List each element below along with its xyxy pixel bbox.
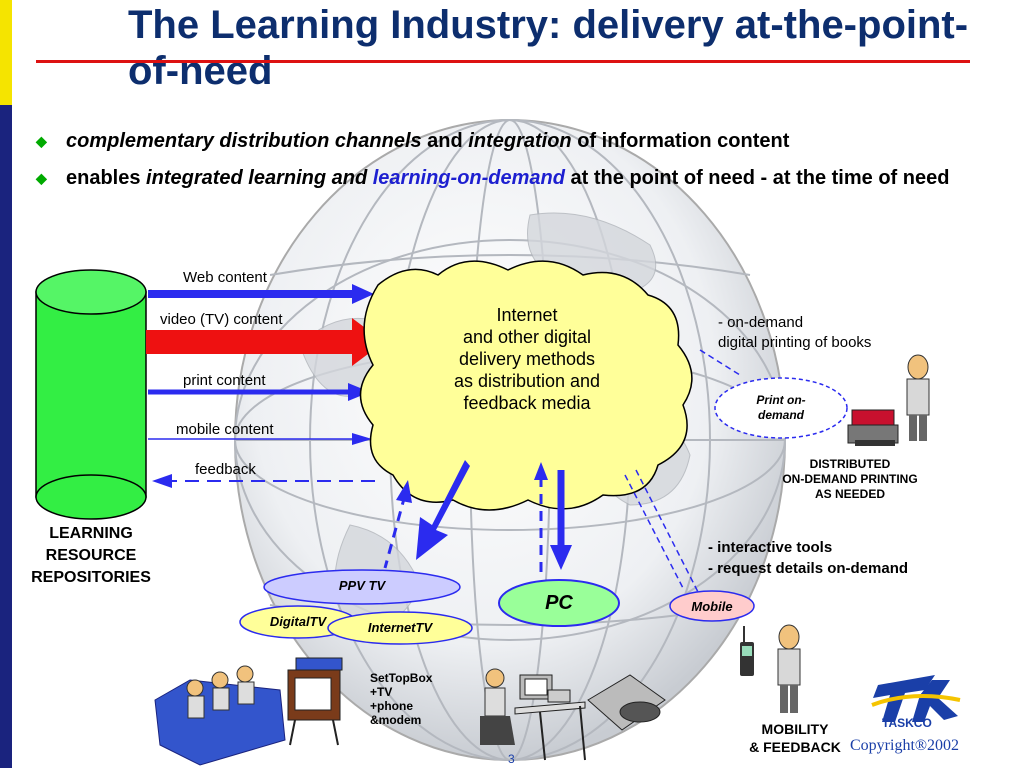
bullet-2-part-2: integrated learning [146, 167, 327, 189]
sidebar-blue-bar [0, 105, 12, 768]
mobile-down-dashed-arrow [624, 474, 685, 591]
feedback-arrow [152, 474, 375, 488]
settop-box-note: SetTopBox +TV +phone &modem [370, 671, 432, 727]
bullet-1-part-1: complementary distribution channels [66, 130, 422, 152]
bullet-1-part-3: integration [468, 130, 572, 152]
repository-label: LEARNING RESOURCE REPOSITORIES [14, 523, 168, 589]
print-content-label: print content [183, 372, 266, 389]
feedback-label: feedback [195, 461, 256, 478]
diamond-bullet-icon: ◆ [36, 170, 47, 186]
mobile-up-dashed-arrow [635, 469, 699, 593]
tv-up-dashed-arrow [383, 480, 412, 569]
ppv-tv-oval [263, 569, 461, 605]
distributed-printing-caption: DISTRIBUTED ON-DEMAND PRINTING AS NEEDED [760, 457, 940, 502]
mobility-caption-line: MOBILITY [761, 721, 829, 737]
on-demand-note: - on-demand digital printing of books [718, 313, 871, 353]
web-content-arrow [148, 284, 374, 304]
mobility-caption-line: & FEEDBACK [749, 739, 841, 755]
bullet-2-part-3: and [326, 167, 373, 189]
bullet-2-part-4: learning-on-demand [372, 167, 565, 189]
settop-box-line: +phone [370, 699, 414, 713]
sidebar-yellow-bar [0, 0, 12, 105]
web-content-label: Web content [183, 269, 267, 286]
distributed-printing-line: AS NEEDED [814, 487, 885, 501]
ppv-tv-label: PPV TV [338, 578, 386, 593]
digital-tv-label: DigitalTV [269, 614, 327, 629]
print-on-demand-line: demand [757, 408, 804, 422]
mobile-content-arrow [148, 433, 372, 445]
repository-label-line: RESOURCE [45, 547, 137, 564]
video-content-label: video (TV) content [160, 311, 283, 328]
settop-box-line: &modem [370, 713, 422, 727]
internet-tv-oval [327, 611, 473, 645]
mobile-oval [669, 590, 755, 622]
television-icon [287, 657, 343, 746]
print-on-demand-label: Print on- demand [735, 393, 827, 423]
repository-cylinder [35, 269, 147, 520]
bullet-1-part-2: and [421, 130, 469, 152]
internet-tv-label: InternetTV [367, 620, 433, 635]
cloud-text-line: as distribution and [453, 371, 601, 391]
cloud-text: Internet and other digital delivery meth… [400, 304, 654, 414]
page-title: The Learning Industry: delivery at-the-p… [128, 3, 969, 93]
diamond-bullet-icon: ◆ [36, 133, 47, 149]
on-demand-note-line: digital printing of books [718, 334, 872, 351]
settop-box-line: SetTopBox [370, 671, 433, 685]
taskco-logo [871, 675, 961, 722]
internet-cloud [359, 260, 693, 511]
bullet-1-part-4: of information content [571, 130, 790, 152]
copyright-text: Copyright®2002 [850, 737, 960, 754]
repository-label-line: LEARNING [49, 525, 133, 542]
cloud-text-line: and other digital [462, 327, 592, 347]
cloud-text-line: delivery methods [458, 349, 596, 369]
mobility-caption: MOBILITY & FEEDBACK [730, 720, 860, 756]
tv-down-arrow [416, 460, 470, 560]
audience-seats-icon [154, 665, 286, 766]
interactive-tools-note: - interactive tools - request details on… [708, 537, 908, 579]
settop-box-line: +TV [370, 685, 393, 699]
cloud-text-line: Internet [496, 305, 558, 325]
person-standing-icon [906, 354, 930, 441]
disc-drive-icon [587, 674, 666, 731]
pc-label: PC [545, 592, 573, 614]
cloud-text-line: feedback media [463, 393, 591, 413]
printer-icon [847, 409, 899, 446]
bullet-2-part-5: at the point of need - at the time of ne… [564, 167, 950, 189]
interactive-tools-line: - request details on-demand [708, 560, 909, 577]
person-standing-icon [777, 624, 801, 713]
mobile-label: Mobile [691, 599, 733, 614]
title-divider [36, 60, 970, 63]
pc-down-arrow [550, 470, 572, 570]
interactive-tools-line: - interactive tools [708, 539, 833, 556]
mobile-phone-icon [740, 626, 754, 676]
mobile-content-label: mobile content [176, 421, 274, 438]
pc-oval [498, 579, 620, 627]
page-number: 3 [508, 752, 515, 766]
pc-up-dashed-arrow [534, 462, 548, 572]
distributed-printing-line: DISTRIBUTED [809, 457, 891, 471]
print-on-demand-line: Print on- [756, 393, 806, 407]
print-on-demand-oval [714, 377, 848, 439]
on-demand-note-line: - on-demand [718, 314, 804, 331]
print-content-arrow [148, 383, 370, 401]
logo-text: TASKCO [882, 716, 932, 730]
distributed-printing-line: ON-DEMAND PRINTING [782, 472, 918, 486]
bullet-2-part-1: enables [66, 167, 147, 189]
pc-workstation-icon [480, 668, 586, 761]
repository-label-line: REPOSITORIES [31, 569, 151, 586]
to-print-arrow [699, 349, 741, 376]
